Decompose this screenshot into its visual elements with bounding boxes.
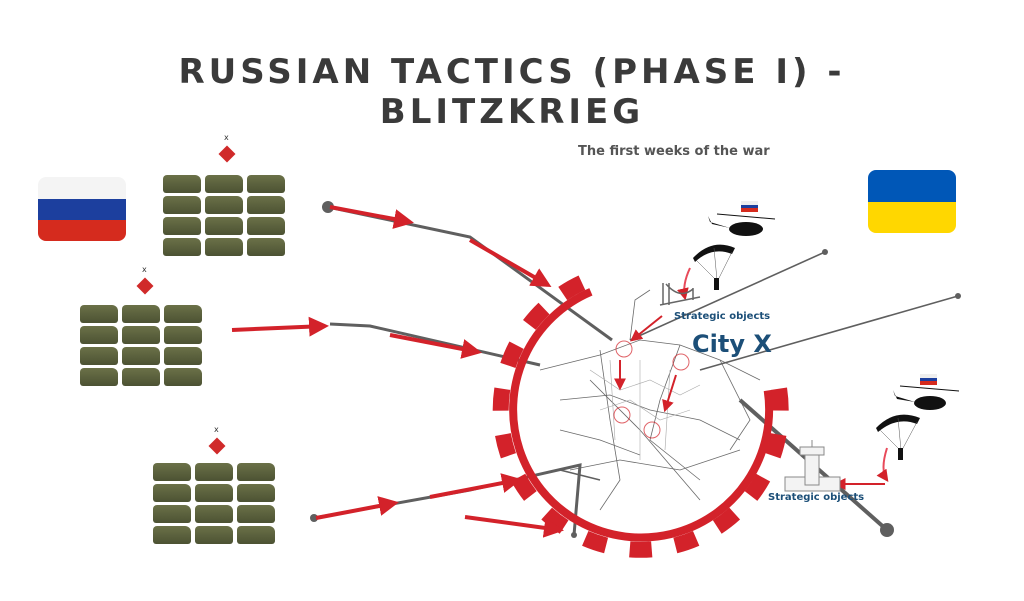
small-russia-flag-icon <box>920 374 937 385</box>
paratrooper-icon <box>693 244 735 290</box>
strategic-objects-label-north: Strategic objects <box>674 311 771 322</box>
paratrooper-icon <box>876 414 920 460</box>
attack-arrows <box>231 205 564 538</box>
small-russia-flag-icon <box>741 201 758 212</box>
unit-group-1 <box>163 175 285 256</box>
helicopter-icon <box>893 385 960 410</box>
title-line-1: RUSSIAN TACTICS (PHASE I) - <box>178 52 846 92</box>
unit-size-marker: x <box>224 133 229 142</box>
subtitle: The first weeks of the war <box>578 144 770 159</box>
ukraine-flag <box>868 170 956 233</box>
helicopter-icon <box>708 213 776 236</box>
strategic-objects-label-east: Strategic objects <box>768 492 865 503</box>
objective-arrows <box>614 267 889 490</box>
city-map-light <box>589 359 701 460</box>
unit-group-2 <box>80 305 202 386</box>
encirclement-ring <box>492 273 789 558</box>
unit-group-3 <box>153 463 275 544</box>
airport-tower-icon <box>784 440 841 492</box>
unit-size-marker: x <box>142 265 147 274</box>
city-label: City X <box>692 330 772 358</box>
unit-size-marker: x <box>214 425 219 434</box>
russia-flag <box>38 177 126 241</box>
bridge-icon <box>659 283 701 306</box>
city-map <box>539 289 761 511</box>
title-line-2: BLITZKRIEG <box>379 92 645 132</box>
